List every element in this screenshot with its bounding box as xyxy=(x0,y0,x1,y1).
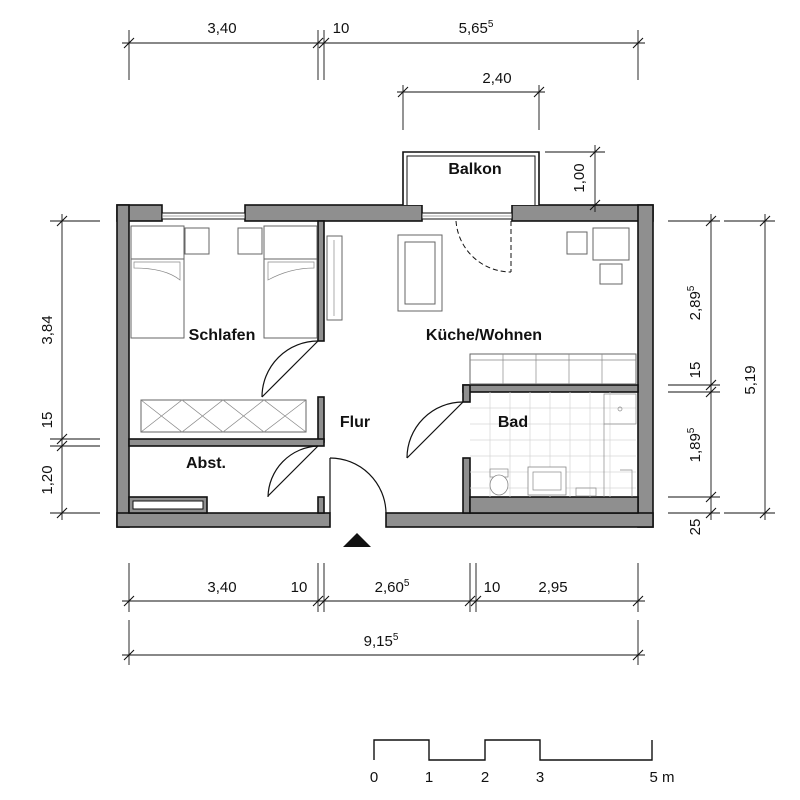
dim-bottom-wall-1: 10 xyxy=(291,579,308,596)
wall-top-middle xyxy=(244,204,423,222)
wall-bad-south xyxy=(469,496,639,514)
shower xyxy=(603,393,637,425)
chair-left xyxy=(566,231,588,255)
door-schlafen-arc xyxy=(261,340,319,398)
dim-left-wall: 15 xyxy=(39,412,56,429)
wall-bottom-right xyxy=(385,512,654,528)
wall-bottom-left xyxy=(116,512,331,528)
room-label-bad: Bad xyxy=(498,414,528,431)
abst-shelf-inset xyxy=(132,500,204,510)
washbasin xyxy=(527,466,567,496)
dim-bottom-wall-2: 10 xyxy=(484,579,501,596)
dim-bottom-schlafen: 3,40 xyxy=(207,579,236,596)
wall-top-right xyxy=(511,204,654,222)
door-schlafen-leaf xyxy=(261,340,319,398)
dim-right-bad: 1,895 xyxy=(686,427,704,462)
chair-bottom xyxy=(599,263,623,285)
dim-top-wall: 10 xyxy=(333,20,350,37)
door-bad-leaf xyxy=(406,401,464,459)
windows xyxy=(161,212,513,220)
dim-left-schlafen: 3,84 xyxy=(39,315,56,344)
wall-abst-east-lower xyxy=(317,496,325,514)
room-label-abst: Abst. xyxy=(186,455,226,472)
dim-bottom-total: 9,155 xyxy=(364,632,399,650)
furniture-schlafen xyxy=(130,225,318,433)
door-entrance-arc xyxy=(329,457,387,514)
wall-schlafen-east-upper xyxy=(317,220,325,342)
dim-right-wall: 15 xyxy=(687,362,704,379)
wall-left xyxy=(116,204,130,528)
dim-right-kueche: 2,895 xyxy=(686,285,704,320)
scale-label-5: 5 m xyxy=(649,769,674,786)
dim-top-wohnen: 5,655 xyxy=(459,19,494,37)
scale-label-2: 2 xyxy=(481,769,489,786)
scale-bar: 0 1 2 3 5 m xyxy=(370,739,675,786)
wall-bad-west-upper xyxy=(462,384,471,403)
door-bad-arc xyxy=(406,401,464,459)
wardrobe xyxy=(140,399,307,433)
dining-table xyxy=(592,227,630,261)
room-label-flur: Flur xyxy=(340,414,370,431)
dim-bottom-bad: 2,95 xyxy=(538,579,567,596)
door-abst-leaf xyxy=(267,445,319,497)
dim-balcony-width: 2,40 xyxy=(482,70,511,87)
balcony-outline xyxy=(402,151,540,205)
door-swings xyxy=(261,220,512,514)
dim-balcony-depth: 1,00 xyxy=(571,163,588,192)
wall-schlafen-east-mid xyxy=(317,396,325,443)
door-balcony-arc xyxy=(455,220,512,273)
balcony-inner xyxy=(406,155,536,205)
dim-top-schlafen: 3,40 xyxy=(207,20,236,37)
wall-right xyxy=(637,204,654,528)
wall-schlafen-abst xyxy=(128,438,325,447)
scale-label-3: 3 xyxy=(536,769,544,786)
dim-bottom-flur: 2,605 xyxy=(375,578,410,596)
room-label-kueche: Küche/Wohnen xyxy=(426,327,542,344)
nightstand-right xyxy=(237,227,263,255)
room-label-schlafen: Schlafen xyxy=(189,327,256,344)
door-abst-arc xyxy=(267,445,319,498)
room-label-balkon: Balkon xyxy=(448,161,501,178)
dim-right-base: 25 xyxy=(687,519,704,536)
dimension-labels: 3,40 10 5,655 2,40 1,00 3,84 15 1,20 2,8… xyxy=(39,19,759,650)
scale-label-0: 0 xyxy=(370,769,378,786)
dimension-lines xyxy=(50,30,775,665)
kitchen-counter xyxy=(469,353,637,385)
scale-label-1: 1 xyxy=(425,769,433,786)
scale-bar-line xyxy=(373,739,653,761)
cabinet xyxy=(326,235,343,321)
furniture-bad xyxy=(470,392,637,497)
nightstand-left xyxy=(184,227,210,255)
dim-right-total: 5,19 xyxy=(742,365,759,394)
wall-bad-west-lower xyxy=(462,457,471,514)
toilet xyxy=(489,474,509,496)
room-labels: Balkon Schlafen Küche/Wohnen Flur Bad Ab… xyxy=(186,161,542,472)
balcony xyxy=(402,151,540,205)
interior-walls xyxy=(128,220,639,514)
wall-bad-north xyxy=(462,384,639,393)
furniture-kueche xyxy=(326,227,637,385)
entrance-arrow-icon xyxy=(343,533,371,547)
dim-left-abst: 1,20 xyxy=(39,465,56,494)
